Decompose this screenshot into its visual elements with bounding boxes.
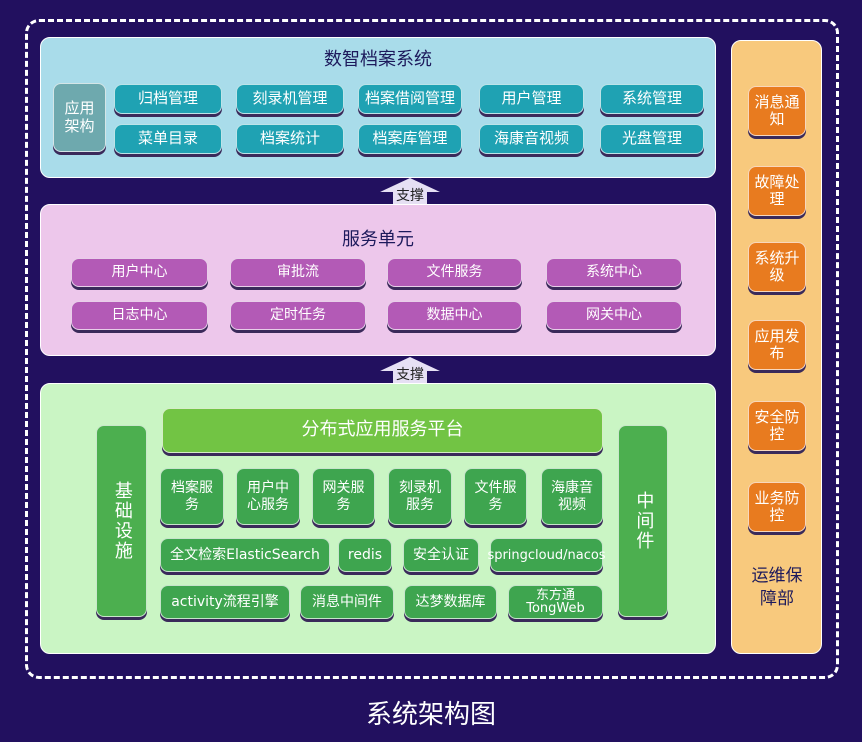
middleware-component: redis [338, 538, 392, 572]
app-module-button: 归档管理 [114, 84, 222, 114]
ops-item-button: 应用发布 [748, 320, 806, 370]
footer-title: 系统架构图 [365, 700, 496, 730]
support-label: 支撑 [393, 186, 427, 204]
middleware-component: activity流程引擎 [160, 585, 290, 619]
ops-item-button: 系统升级 [748, 242, 806, 292]
service-unit-button: 数据中心 [387, 301, 522, 330]
infra-service-box: 刻录机服务 [388, 468, 452, 525]
middleware-component: springcloud/nacos [487, 538, 606, 572]
ops-item-button: 业务防控 [748, 482, 806, 532]
support-label: 支撑 [393, 365, 427, 383]
app-module-button: 海康音视频 [479, 124, 584, 154]
ops-label: 运维保障部 [751, 566, 803, 609]
infra-service-box: 用户中心服务 [236, 468, 300, 525]
service-unit-button: 用户中心 [71, 258, 208, 287]
infra-service-box: 网关服务 [312, 468, 375, 525]
middleware-label: 中间件 [618, 425, 668, 617]
service-unit-button: 文件服务 [387, 258, 522, 287]
middleware-component: 东方通TongWeb [508, 585, 603, 619]
support-arrow-2: 支撑 [380, 357, 440, 383]
app-module-button: 菜单目录 [114, 124, 222, 154]
ops-item-button: 安全防控 [748, 401, 806, 451]
platform-bar: 分布式应用服务平台 [162, 408, 603, 453]
infra-service-box: 海康音视频 [541, 468, 603, 525]
ops-item-button: 故障处理 [748, 166, 806, 216]
middleware-component: 达梦数据库 [404, 585, 497, 619]
support-arrow-1: 支撑 [380, 178, 440, 204]
app-module-button: 系统管理 [600, 84, 704, 114]
middleware-component: 安全认证 [403, 538, 479, 572]
ops-item-button: 消息通知 [748, 86, 806, 136]
app-module-button: 档案库管理 [358, 124, 462, 154]
infra-service-box: 文件服务 [464, 468, 527, 525]
infrastructure-label: 基础设施 [96, 425, 147, 617]
app-module-button: 用户管理 [479, 84, 584, 114]
app-module-button: 档案借阅管理 [358, 84, 462, 114]
app-module-button: 档案统计 [236, 124, 344, 154]
service-unit-button: 日志中心 [71, 301, 208, 330]
app-layer-title: 数智档案系统 [324, 49, 432, 70]
service-layer-title: 服务单元 [342, 229, 414, 250]
service-unit-button: 审批流 [230, 258, 366, 287]
infra-service-box: 档案服务 [160, 468, 224, 525]
service-unit-button: 网关中心 [546, 301, 682, 330]
middleware-component: 全文检索ElasticSearch [160, 538, 330, 572]
service-unit-button: 系统中心 [546, 258, 682, 287]
app-module-button: 光盘管理 [600, 124, 704, 154]
dashed-frame [25, 19, 839, 679]
app-module-button: 刻录机管理 [236, 84, 344, 114]
app-architecture-label: 应用架构 [53, 83, 106, 152]
middleware-component: 消息中间件 [300, 585, 394, 619]
service-unit-button: 定时任务 [230, 301, 366, 330]
